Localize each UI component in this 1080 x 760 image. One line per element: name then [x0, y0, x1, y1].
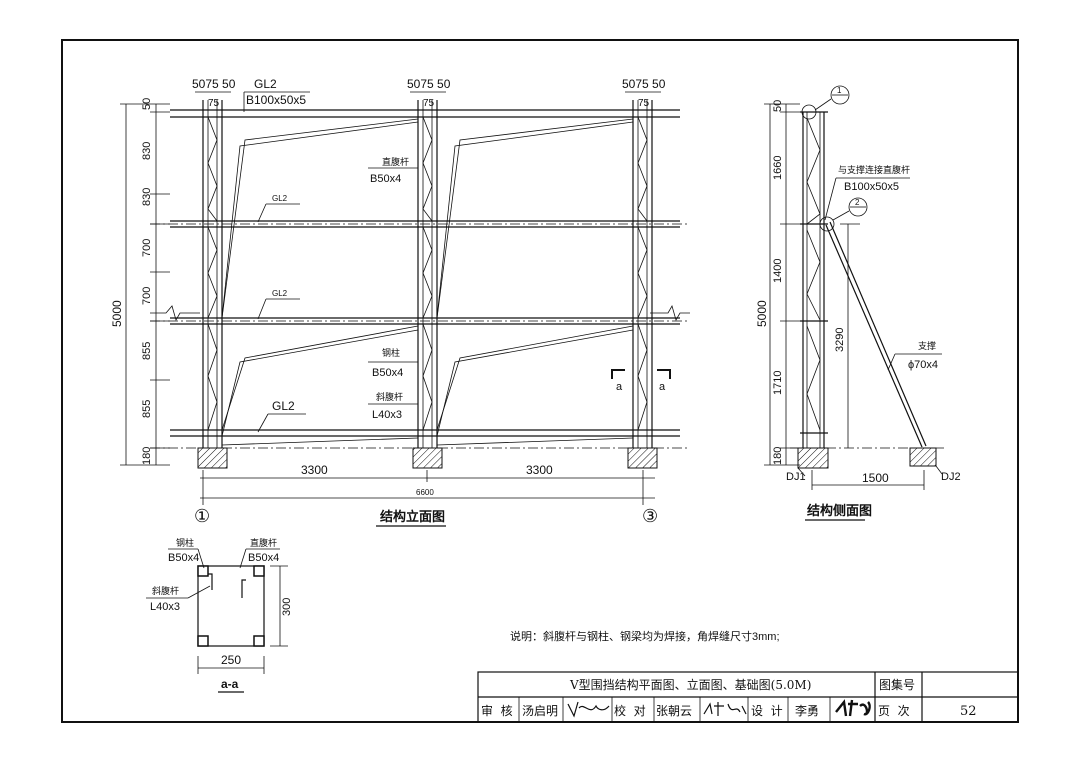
elevation-title: 结构立面图	[380, 509, 445, 524]
section-diagonal-web-spec: L40x3	[150, 601, 180, 613]
side-v-dim-180: 180	[772, 447, 784, 465]
designer-signature	[835, 699, 871, 717]
brace-label: 支撑	[918, 340, 936, 351]
span-dim-2: 3300	[526, 463, 553, 477]
section-vertical-web-label: 直腹杆	[250, 537, 277, 548]
svg-text:1: 1	[837, 86, 842, 95]
elevation-h-dim-lines	[200, 470, 655, 505]
side-title: 结构侧面图	[807, 503, 872, 518]
column-3	[627, 100, 658, 469]
foundation-dj2: DJ2	[941, 471, 961, 483]
side-v-dim-lines	[764, 103, 860, 466]
side-v-dim-1710: 1710	[772, 371, 784, 395]
detail-mark-1: 1	[814, 85, 850, 111]
reviewer-name: 汤启明	[522, 704, 558, 718]
designer-name: 李勇	[795, 703, 819, 718]
beam-label-top: GL2	[254, 77, 277, 91]
side-v-dim-50: 50	[772, 100, 784, 112]
section-view: 钢柱 B50x4 直腹杆 B50x4 斜腹杆 L40x3 300 250 a-a	[146, 537, 293, 693]
drawing-border	[61, 39, 1019, 723]
top-offset-label-1: 5075 50	[192, 77, 236, 91]
side-total-height: 5000	[755, 300, 769, 327]
column-label: 钢柱	[382, 347, 400, 358]
break-symbol-left	[150, 305, 200, 322]
section-vertical-web-spec: B50x4	[248, 552, 279, 564]
section-column-spec: B50x4	[168, 552, 199, 564]
checker-signature	[703, 702, 747, 716]
side-brace-height: 3290	[834, 328, 846, 352]
page-label: 页 次	[878, 704, 910, 718]
section-title: a-a	[221, 677, 239, 691]
side-base-dim: 1500	[862, 471, 889, 485]
section-height: 300	[281, 598, 293, 616]
detail-mark-2: 2	[832, 197, 868, 221]
design-label: 设 计	[751, 704, 783, 718]
diagonal-webs	[221, 118, 634, 446]
v-dim-700-a: 700	[141, 239, 153, 257]
side-v-dim-1400: 1400	[772, 259, 784, 283]
v-dim-700-b: 700	[141, 287, 153, 305]
v-dim-50: 50	[141, 98, 153, 110]
section-mark: a a	[611, 369, 671, 393]
total-span: 6600	[416, 488, 434, 497]
side-v-dim-1660: 1660	[772, 156, 784, 180]
beam-spec-top: B100x50x5	[246, 93, 306, 107]
break-symbol-right	[650, 304, 690, 322]
axis-label-3: ③	[642, 506, 658, 527]
col-width-label-2: 75	[423, 98, 435, 109]
vertical-web-spec: B50x4	[370, 173, 401, 185]
v-dim-855-b: 855	[141, 400, 153, 418]
beam-label-mid-2: GL2	[272, 289, 288, 298]
elevation-total-height: 5000	[110, 300, 124, 327]
v-dim-830-a: 830	[141, 142, 153, 160]
checker-name: 张朝云	[656, 704, 692, 718]
svg-text:2: 2	[855, 198, 860, 207]
elevation-view: 5075 50 5075 50 5075 50 75 75 75 GL2 B10…	[110, 77, 690, 527]
col-width-label-1: 75	[208, 98, 220, 109]
drawing-note: 说明：斜腹杆与钢柱、钢梁均为焊接，角焊缝尺寸3mm;	[510, 629, 780, 643]
drawing-title: V型围挡结构平面图、立面图、基础图(5.0M)	[569, 677, 811, 692]
span-dim-1: 3300	[301, 463, 328, 477]
col-width-label-3: 75	[638, 98, 650, 109]
top-offset-label-2: 5075 50	[407, 77, 451, 91]
check-label: 校 对	[614, 703, 646, 718]
brace-spec: ϕ70x4	[908, 359, 938, 371]
v-dim-180: 180	[141, 447, 153, 465]
axis-label-1: ①	[194, 506, 210, 527]
page-number: 52	[960, 704, 977, 719]
column-spec: B50x4	[372, 367, 403, 379]
elevation-beams	[150, 109, 690, 449]
section-column-label: 钢柱	[176, 537, 194, 548]
vertical-web-label: 直腹杆	[382, 156, 409, 167]
reviewer-signature	[567, 701, 610, 718]
beam-label-mid-1: GL2	[272, 194, 288, 203]
atlas-label: 图集号	[879, 677, 915, 692]
diagonal-web-label: 斜腹杆	[376, 391, 403, 402]
v-dim-830-b: 830	[141, 188, 153, 206]
connect-web-spec: B100x50x5	[844, 181, 899, 193]
column-1	[197, 100, 228, 469]
foundation-dj1: DJ1	[786, 471, 806, 483]
connect-web-label: 与支撑连接直腹杆	[838, 164, 910, 175]
v-dim-855-a: 855	[141, 342, 153, 360]
section-mark-right: a	[659, 381, 666, 393]
elevation-v-dim-lines	[120, 103, 170, 466]
side-view: 1 2 与支撑连接直腹杆 B100x50x5 支撑 ϕ70x4	[755, 85, 961, 521]
column-2	[412, 100, 443, 469]
section-width: 250	[221, 653, 241, 667]
diagonal-web-spec: L40x3	[372, 409, 402, 421]
title-block: V型围挡结构平面图、立面图、基础图(5.0M) 图集号 审 核 汤启明 校 对 …	[477, 671, 1019, 723]
top-offset-label-3: 5075 50	[622, 77, 666, 91]
section-mark-left: a	[616, 381, 623, 393]
section-diagonal-web-label: 斜腹杆	[152, 585, 179, 596]
review-label: 审 核	[481, 703, 513, 718]
beam-label-bottom: GL2	[272, 399, 295, 413]
